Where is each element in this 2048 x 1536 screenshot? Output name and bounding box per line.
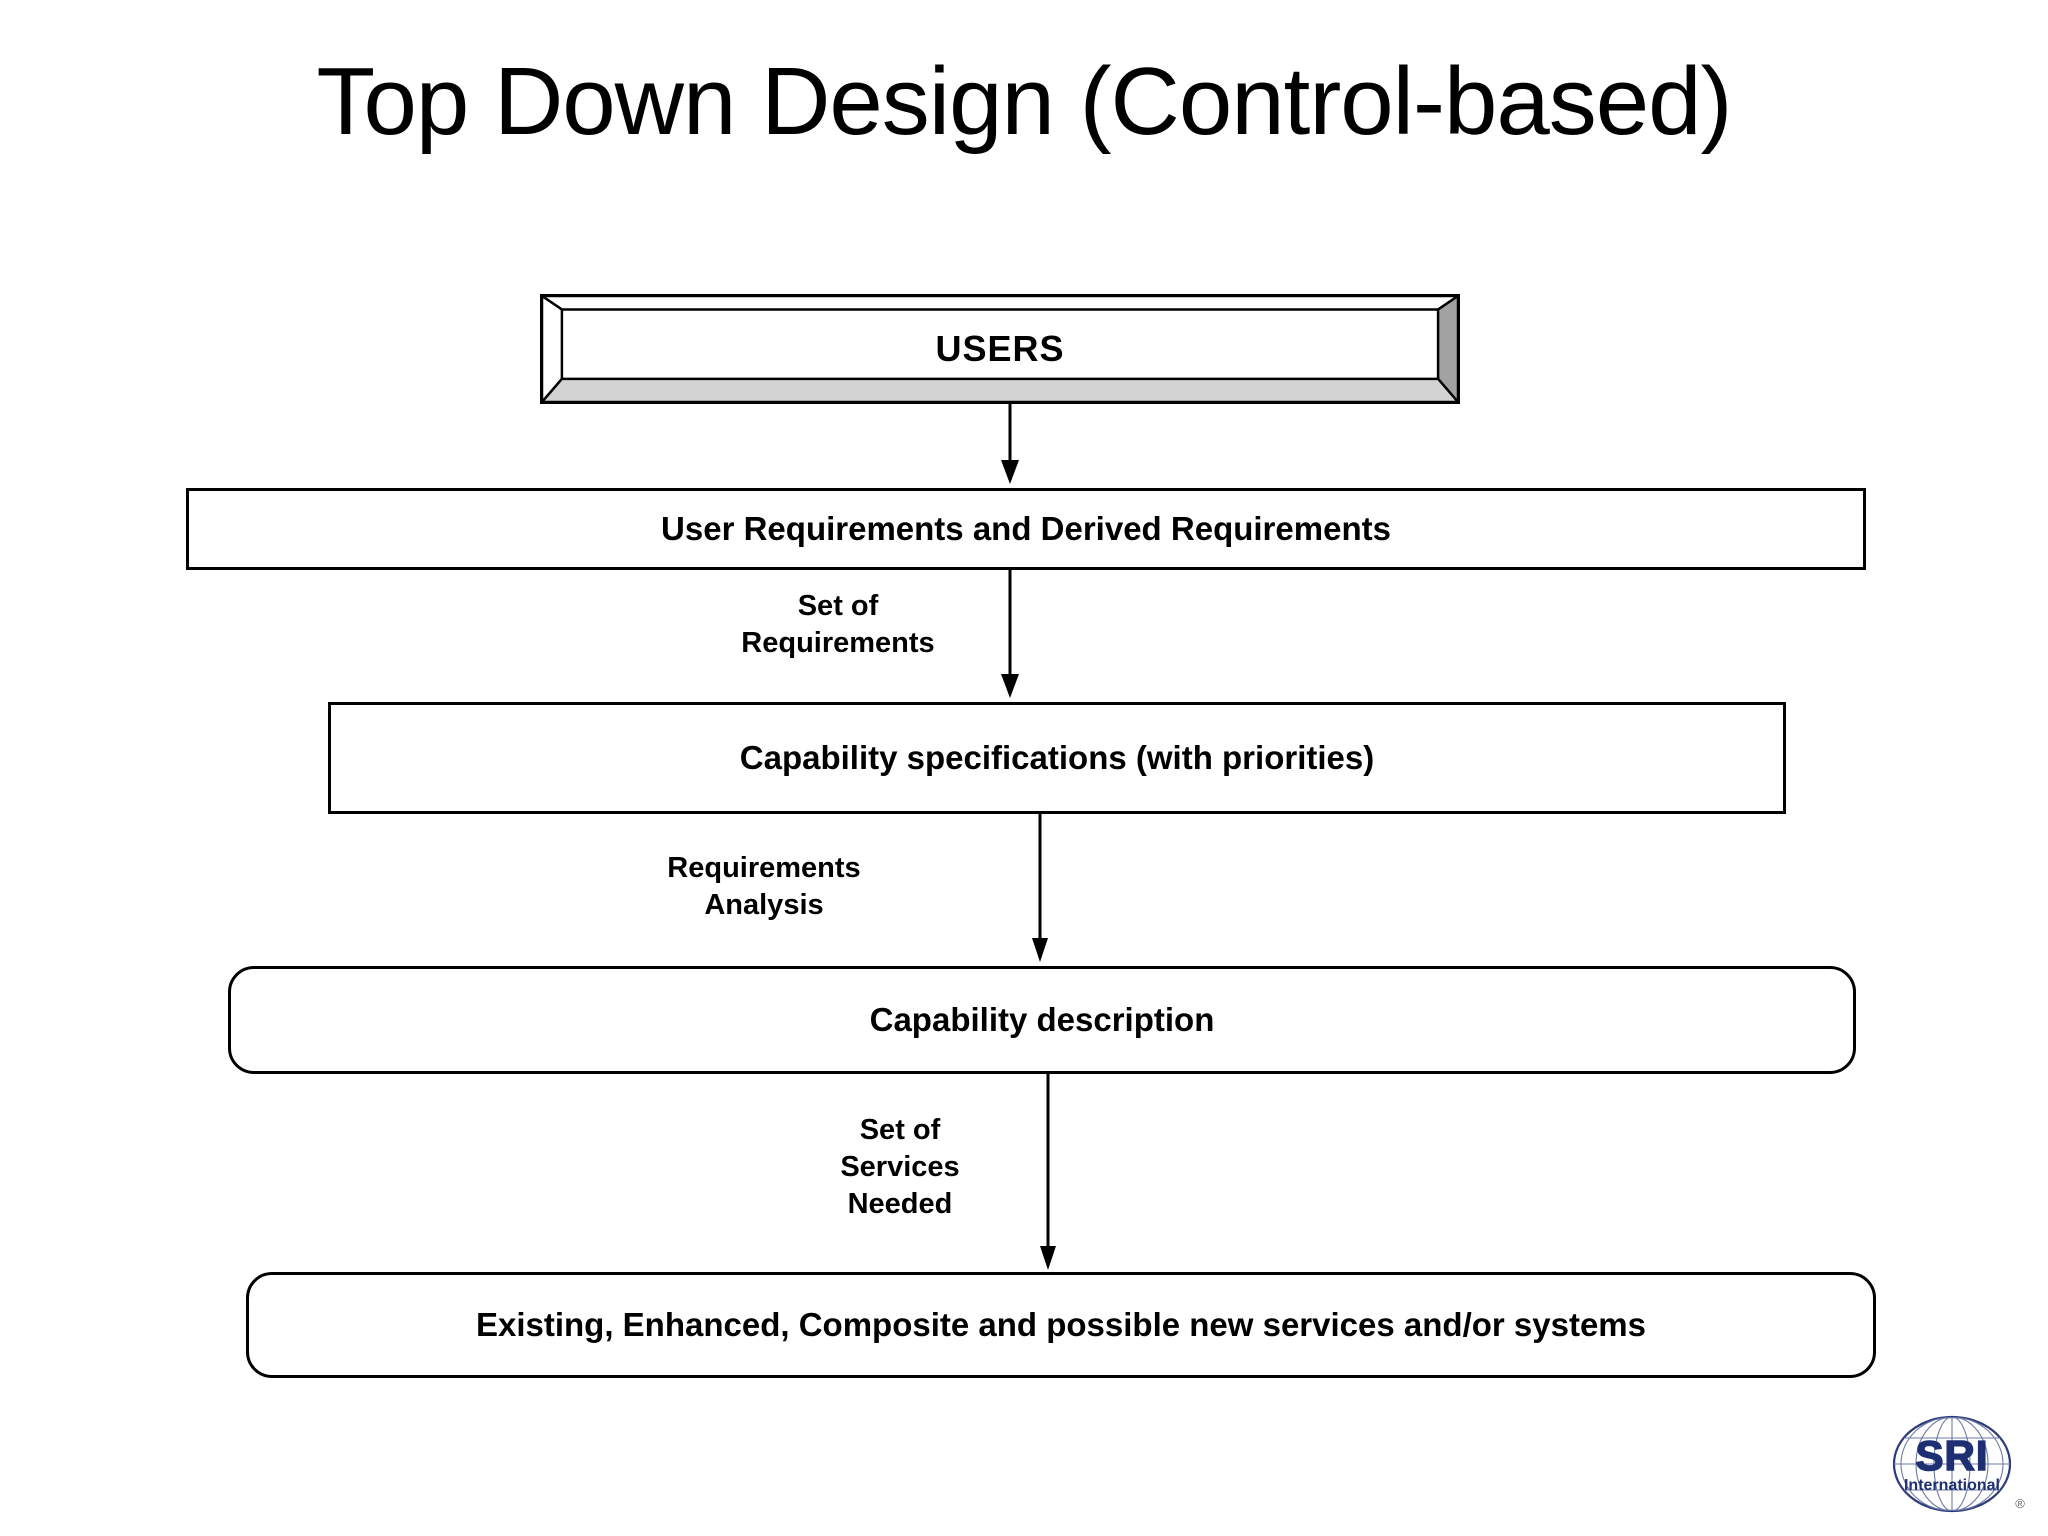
edge-label-set-of-requirements: Set of Requirements [710, 588, 966, 662]
connector-users-to-requirements [1001, 404, 1019, 484]
flow-node-capability-specifications-label: Capability specifications (with prioriti… [739, 738, 1375, 776]
registered-trademark-icon: ® [2015, 1496, 2025, 1511]
flow-node-capability-description-label: Capability description [869, 1000, 1215, 1038]
bevel-frame [542, 296, 1458, 402]
page-title: Top Down Design (Control-based) [316, 48, 1733, 155]
edge-label-line: Requirements [741, 627, 935, 660]
flow-node-users[interactable]: USERS [540, 294, 1460, 404]
sri-international-wordmark: International [1904, 1477, 2000, 1494]
edge-label-line: Services [840, 1151, 960, 1184]
flow-node-requirements[interactable]: User Requirements and Derived Requiremen… [186, 488, 1866, 570]
edge-label-set-of-services-needed: Set of Services Needed [800, 1112, 1000, 1223]
connector-capspec-to-capdesc [1032, 814, 1048, 962]
flow-node-capability-specifications[interactable]: Capability specifications (with prioriti… [328, 702, 1786, 814]
edge-label-requirements-analysis: Requirements Analysis [632, 850, 896, 924]
flow-node-services-systems[interactable]: Existing, Enhanced, Composite and possib… [246, 1272, 1876, 1378]
sri-international-logo: SRI International ® [1872, 1408, 2040, 1526]
sri-wordmark: SRI [1915, 1432, 1988, 1479]
flow-node-capability-description[interactable]: Capability description [228, 966, 1856, 1074]
connector-capdesc-to-services [1040, 1074, 1056, 1270]
flow-node-users-label: USERS [935, 328, 1065, 369]
flow-node-services-systems-label: Existing, Enhanced, Composite and possib… [475, 1305, 1647, 1343]
edge-label-line: Needed [847, 1188, 953, 1221]
edge-label-line: Requirements [667, 852, 861, 884]
bevel-shading [542, 296, 1458, 402]
edge-label-line: Set of [797, 590, 879, 622]
sri-globe-icon: SRI International ® [1892, 1415, 2025, 1513]
flow-node-requirements-label: User Requirements and Derived Requiremen… [661, 509, 1391, 547]
edge-label-line: Analysis [704, 889, 824, 922]
edge-label-line: Set of [859, 1114, 941, 1146]
connector-requirements-to-capspec [1001, 570, 1019, 698]
